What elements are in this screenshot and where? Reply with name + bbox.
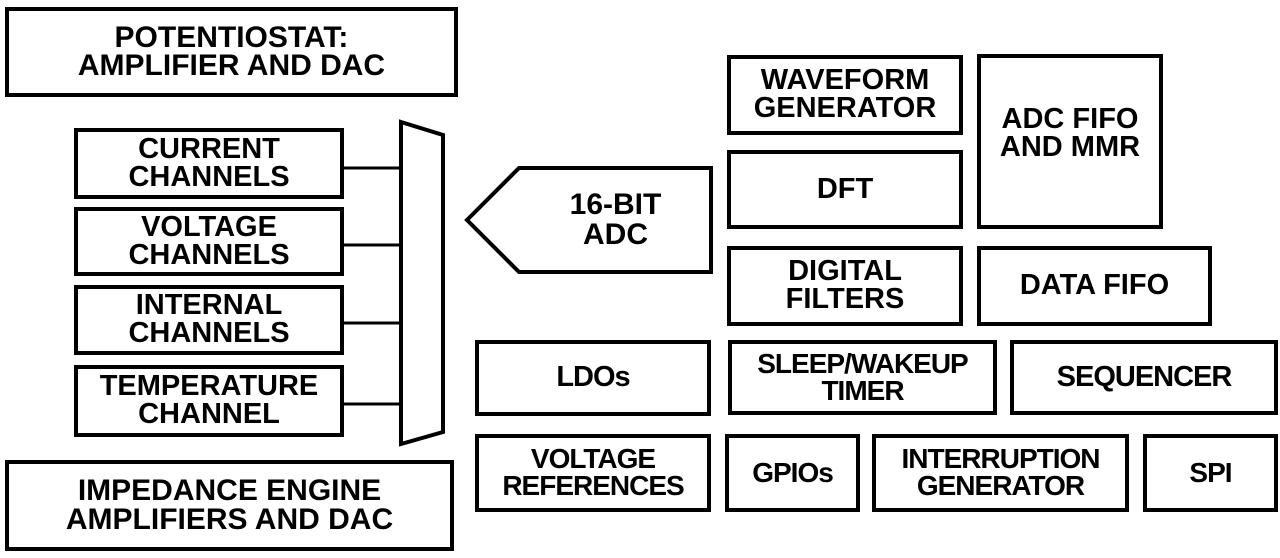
block-label: ADC FIFO [1001,103,1139,135]
block-label: GENERATOR [916,470,1085,501]
gpios-block: GPIOs [725,434,860,512]
block-label: GPIOs [752,456,834,488]
sleep-wakeup-timer-block: SLEEP/WAKEUP TIMER [728,340,997,415]
block-label: LDOs [556,361,630,394]
adc-label-line1: 16-BIT [569,188,662,222]
block-label: POTENTIOSTAT: [114,20,349,54]
block-label: CURRENT [138,132,280,165]
block-label: DFT [816,172,874,205]
block-label: DATA FIFO [1019,269,1170,302]
impedance-engine-block: IMPEDANCE ENGINE AMPLIFIERS AND DAC [5,460,454,551]
block-label: SLEEP/WAKEUP [757,347,968,379]
block-label: AMPLIFIERS AND DAC [65,502,394,536]
internal-channels-block: INTERNAL CHANNELS [74,285,344,355]
current-channels-block: CURRENT CHANNELS [74,128,344,199]
block-label: INTERRUPTION [901,443,1101,475]
block-label: FILTERS [785,283,905,315]
sequencer-block: SEQUENCER [1010,340,1278,415]
digital-filters-block: DIGITAL FILTERS [727,246,963,326]
block-label: GENERATOR [753,92,937,124]
block-label: CHANNELS [128,238,290,271]
block-label: CHANNELS [128,160,290,193]
block-label: TIMER [821,374,904,406]
waveform-generator-block: WAVEFORM GENERATOR [727,55,963,135]
data-fifo-block: DATA FIFO [977,246,1212,326]
temperature-channel-block: TEMPERATURE CHANNEL [74,365,344,437]
block-label: VOLTAGE [141,210,277,243]
block-label: SEQUENCER [1056,360,1233,393]
adc-fifo-mmr-block: ADC FIFO AND MMR [977,54,1163,229]
block-label: AND MMR [999,130,1141,163]
potentiostat-block: POTENTIOSTAT: AMPLIFIER AND DAC [5,7,458,97]
interruption-generator-block: INTERRUPTION GENERATOR [872,434,1129,512]
block-label: SPI [1189,456,1232,488]
voltage-channels-block: VOLTAGE CHANNELS [74,207,344,276]
multiplexer [399,119,445,447]
adc-block-outline [464,166,713,274]
adc-label-line2: ADC [583,217,648,251]
block-label: REFERENCES [502,470,684,501]
spi-block: SPI [1143,434,1278,512]
block-label: VOLTAGE [530,443,656,475]
ldos-block: LDOs [475,340,711,416]
adc-16bit: 16-BIT ADC [520,167,711,272]
voltage-references-block: VOLTAGE REFERENCES [475,434,711,512]
dft-block: DFT [727,150,963,229]
block-label: INTERNAL [135,289,283,322]
block-label: WAVEFORM [760,64,930,97]
block-label: DIGITAL [788,255,902,288]
block-label: TEMPERATURE [99,370,319,403]
block-label: IMPEDANCE ENGINE [77,474,382,507]
block-label: AMPLIFIER AND DAC [77,49,386,82]
block-label: CHANNELS [128,317,290,349]
block-label: CHANNEL [138,398,280,430]
